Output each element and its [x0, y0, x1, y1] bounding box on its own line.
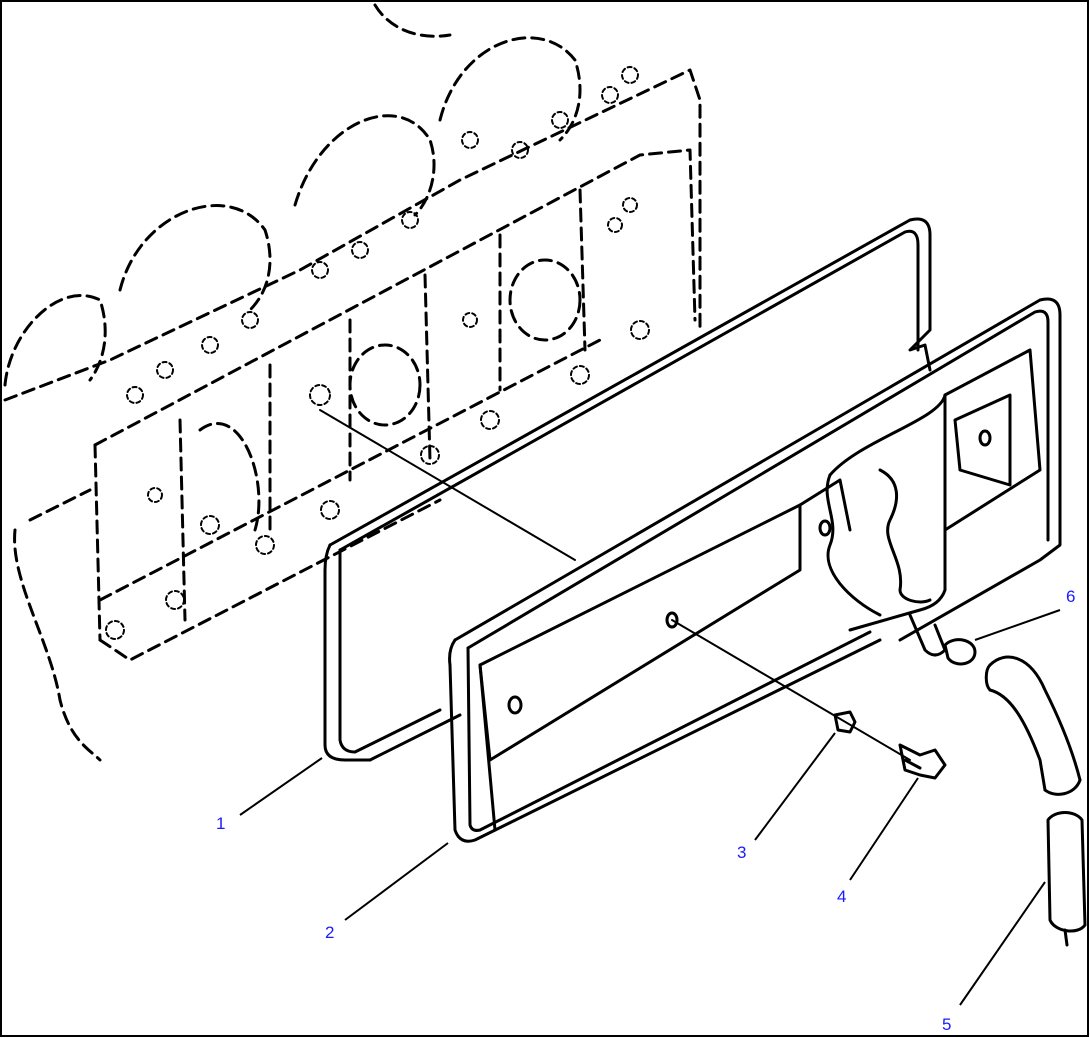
hose-clamp — [943, 638, 977, 666]
alignment-line-bolt — [671, 619, 911, 761]
leader-3 — [754, 732, 836, 841]
callout-4: 4 — [837, 887, 846, 906]
engine-block-phantom — [3, 3, 702, 762]
callout-3: 3 — [737, 843, 746, 862]
leader-2 — [344, 842, 449, 921]
leader-6 — [974, 609, 1061, 641]
side-cover — [448, 297, 1062, 843]
callout-6: 6 — [1066, 587, 1075, 606]
leader-5 — [959, 881, 1046, 1006]
cover-gasket — [323, 217, 932, 762]
callout-leaders — [239, 609, 1061, 1006]
callout-2: 2 — [325, 923, 334, 942]
callout-1: 1 — [216, 814, 225, 833]
breather-tube — [984, 655, 1087, 947]
leader-1 — [239, 757, 323, 816]
washer — [833, 710, 857, 734]
alignment-line-block — [319, 409, 576, 561]
bolt — [898, 743, 947, 780]
block-bolt-holes — [105, 66, 650, 640]
callout-5: 5 — [942, 1015, 951, 1034]
leader-4 — [849, 777, 919, 881]
